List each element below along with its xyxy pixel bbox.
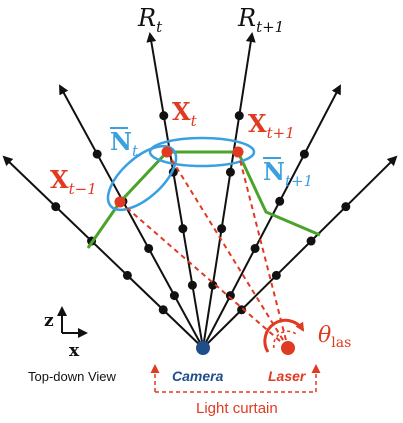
normal-ellipse-t (106, 144, 178, 212)
ray-point (208, 280, 218, 290)
ray-point (178, 224, 188, 234)
ray-3 (146, 32, 204, 349)
label-x-t1: Xt+1 (248, 109, 295, 142)
ray-point (225, 291, 235, 301)
ray-point (306, 236, 316, 246)
label-ray-t1: Rt+1 (237, 4, 284, 36)
ray-point (275, 196, 285, 206)
ray-point (122, 270, 132, 280)
ray-6 (202, 155, 398, 349)
point-x-tm1 (114, 196, 126, 208)
ray-point (144, 243, 154, 253)
ray-4 (202, 32, 256, 349)
label-n-t: Nt (110, 127, 139, 160)
camera-dot-icon (196, 341, 210, 355)
ray-point (250, 243, 260, 253)
laser-label: Laser (268, 368, 307, 384)
camera-rays (2, 32, 398, 349)
ray-point (158, 305, 168, 315)
label-x-tm1: Xt−1 (50, 165, 97, 198)
ray-point (159, 111, 169, 121)
ray-point (92, 149, 102, 159)
label-theta: θlas (318, 323, 351, 351)
ray-2 (59, 84, 204, 349)
normal-ellipse-t1 (148, 136, 256, 168)
laser-dashed-lines (119, 151, 289, 349)
ray-5 (202, 84, 341, 349)
axis-z-label: z (44, 311, 54, 331)
ray-point (51, 202, 61, 212)
axes-icon (57, 306, 88, 338)
ray-point (234, 111, 244, 121)
point-x-t (161, 146, 173, 158)
rotation-arc-arrow-icon (263, 318, 305, 353)
ray-point (217, 224, 227, 234)
ray-point (187, 280, 197, 290)
label-x-t: Xt (172, 97, 198, 130)
ray-point (341, 202, 351, 212)
ray-point (237, 305, 247, 315)
point-x-t1 (232, 146, 244, 158)
ray-sample-points (51, 111, 351, 315)
light-curtain-bracket (154, 364, 317, 393)
curtain-label: Light curtain (196, 400, 278, 417)
axis-x-label: x (69, 341, 80, 361)
ray-point (271, 270, 281, 280)
view-label: Top-down View (28, 369, 117, 384)
ray-1 (2, 155, 204, 349)
camera-label: Camera (172, 368, 224, 384)
laser-dot-icon (281, 341, 295, 355)
ray-point (225, 167, 235, 177)
ray-point (299, 149, 309, 159)
label-n-t1: Nt+1 (263, 157, 313, 190)
ray-point (169, 291, 179, 301)
label-ray-t: Rt (137, 4, 163, 36)
